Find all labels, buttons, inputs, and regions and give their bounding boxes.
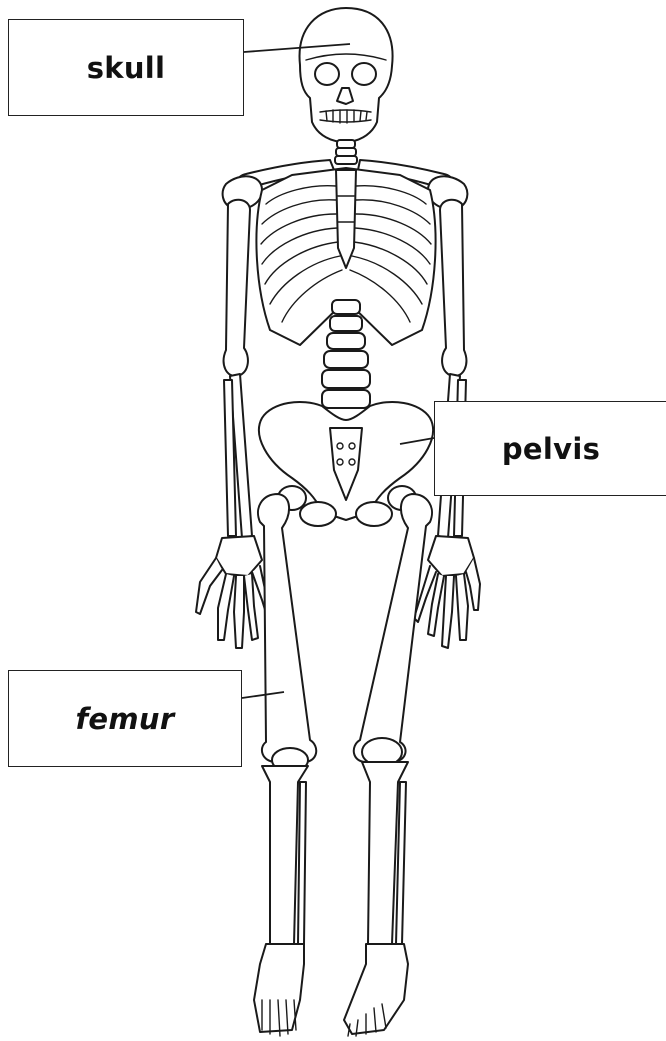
skull (300, 8, 393, 142)
right-leg (344, 494, 432, 1036)
skull-label: skull (87, 51, 166, 85)
left-leg (254, 494, 316, 1036)
femur-label: femur (76, 702, 175, 736)
femur-label-box: femur (8, 670, 242, 767)
pelvis-label: pelvis (502, 432, 600, 466)
skull-label-box: skull (8, 19, 244, 116)
pelvis-label-box: pelvis (434, 401, 666, 496)
cervical-spine (335, 140, 357, 164)
